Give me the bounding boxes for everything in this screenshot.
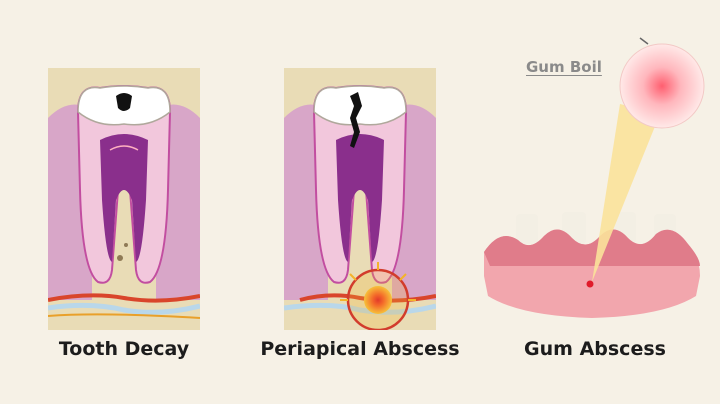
pulp-chamber xyxy=(336,134,384,262)
pulp-nerve xyxy=(109,145,139,151)
gum-boil-magnified xyxy=(619,43,705,129)
nerve-bundle xyxy=(48,302,200,315)
caption-periapical-abscess: Periapical Abscess xyxy=(260,338,460,360)
gum-margin xyxy=(484,229,700,266)
abscess-core xyxy=(364,286,392,314)
pulp-chamber xyxy=(100,134,148,262)
caption-tooth-decay: Tooth Decay xyxy=(58,338,190,360)
nerve-yellow xyxy=(48,313,200,319)
abscess-rays xyxy=(340,262,416,301)
periapical-abscess-illustration xyxy=(284,68,436,330)
boil-spot xyxy=(586,280,594,288)
nerve-bundle xyxy=(284,302,436,315)
blood-vessel xyxy=(48,293,200,303)
decay-cavity xyxy=(116,93,132,111)
decay-crack xyxy=(350,92,362,148)
gum-abscess-illustration xyxy=(484,37,705,318)
gum-boil-label: Gum Boil xyxy=(526,58,602,76)
pointer-line xyxy=(639,37,649,45)
zoom-beam xyxy=(592,104,660,282)
caption-gum-abscess: Gum Abscess xyxy=(524,338,666,360)
tooth-decay-illustration xyxy=(48,68,200,330)
